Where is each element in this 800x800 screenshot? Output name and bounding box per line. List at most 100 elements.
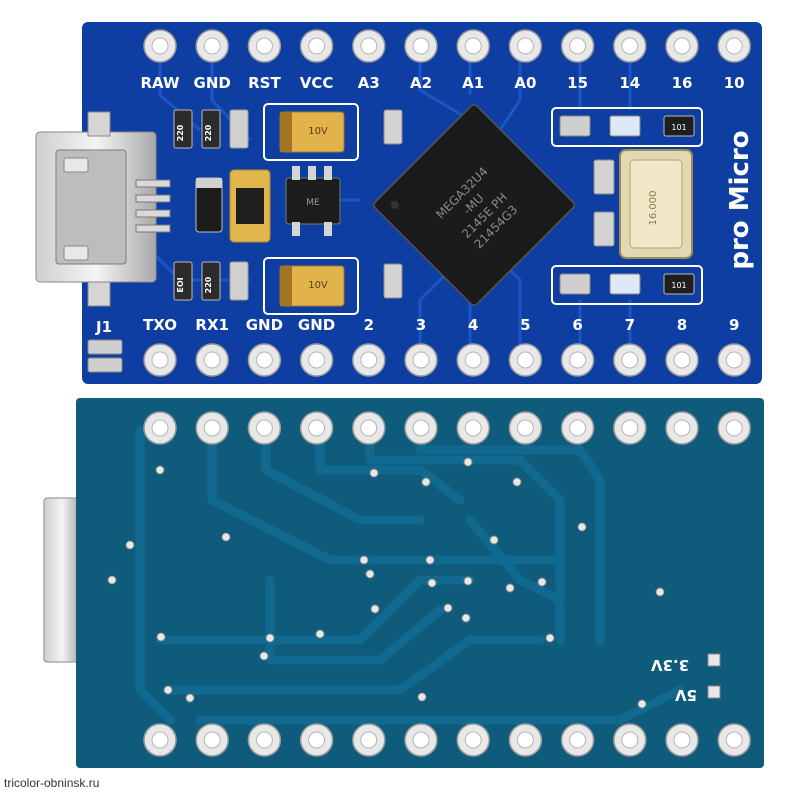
front-bottom-pin-label: TXO [143, 316, 177, 334]
front-top-pin-label: 16 [672, 74, 693, 92]
back-top-header-pads [143, 411, 751, 445]
back-bottom-header-pad [560, 723, 595, 757]
back-top-header-pad [247, 411, 282, 445]
jumper-5v-pad [707, 685, 721, 699]
back-bottom-header-pad [143, 723, 177, 757]
front-top-header-pad [404, 29, 438, 63]
regulator-marking: ME [306, 198, 320, 208]
resistor-marking-4: 220 [204, 276, 213, 293]
tantalum-capacitor-top: 10V [263, 103, 359, 161]
board-title: pro Micro [725, 130, 755, 269]
front-bottom-pin-label: 9 [729, 316, 739, 334]
front-top-pin-label: RAW [140, 74, 179, 92]
back-usb-edge [43, 497, 81, 663]
front-top-header-pad [299, 29, 334, 63]
power-label-3v3: 3.3V [651, 656, 690, 674]
front-bottom-header-pad [717, 343, 751, 377]
back-top-header-pad [299, 411, 334, 445]
back-bottom-header-pad [404, 723, 438, 757]
front-bottom-header-pad [665, 343, 699, 377]
front-board: 220 220 EOI 220 ME [35, 22, 762, 384]
smd-resistor-array: 220 220 EOI 220 [173, 109, 249, 301]
back-bottom-header-pad [717, 723, 751, 757]
front-bottom-header-pad [560, 343, 595, 377]
capacitor-marking-bottom: 10V [308, 280, 328, 291]
front-bottom-header-pad [404, 343, 438, 377]
front-bottom-pin-label: 7 [625, 316, 635, 334]
capacitor-marking-top: 10V [308, 126, 328, 137]
front-bottom-pin-label: 2 [364, 316, 374, 334]
resistor-marking-1: 220 [176, 124, 185, 141]
back-bottom-header-pad [613, 723, 647, 757]
back-bottom-header-pad [195, 723, 229, 757]
front-bottom-header-pad [195, 343, 229, 377]
inductor-yellow [229, 169, 271, 243]
back-top-header-pad [352, 411, 386, 445]
back-bottom-header-pad [665, 723, 699, 757]
back-bottom-header-pad [456, 723, 490, 757]
smd-capacitors-chip [383, 109, 403, 299]
back-top-header-pad [143, 411, 177, 445]
front-top-header-pad [665, 29, 699, 63]
front-bottom-pin-label: 3 [416, 316, 426, 334]
front-top-header-pad [352, 29, 386, 63]
front-top-header-pad [456, 29, 490, 63]
back-top-header-pad [508, 411, 543, 445]
back-board: 3.3V 5V [43, 398, 764, 768]
front-top-pin-label: 15 [567, 74, 588, 92]
front-bottom-header-pad [247, 343, 282, 377]
front-bottom-header-pad [508, 343, 543, 377]
front-top-header-pad [143, 29, 177, 63]
front-bottom-pin-label: GND [246, 316, 283, 334]
front-bottom-pin-label: GND [298, 316, 335, 334]
front-top-header-pad [508, 29, 543, 63]
back-bottom-header-pad [352, 723, 386, 757]
front-top-header-pad [247, 29, 282, 63]
front-top-header-pads [143, 29, 751, 63]
voltage-regulator: ME [285, 166, 341, 236]
front-top-pin-label: VCC [300, 74, 334, 92]
front-top-pin-label: A3 [358, 74, 380, 92]
front-bottom-header-pad [299, 343, 334, 377]
crystal-marking: 16.000 [648, 191, 659, 226]
front-top-header-pad [717, 29, 751, 63]
front-top-pin-label: 10 [724, 74, 745, 92]
front-top-pin-label: A1 [462, 74, 484, 92]
smd-diode [195, 177, 223, 233]
power-label-5v: 5V [675, 686, 697, 704]
website-watermark: tricolor-obninsk.ru [4, 776, 100, 790]
tantalum-capacitor-bottom: 10V [263, 257, 359, 315]
front-top-header-pad [613, 29, 647, 63]
front-bottom-pin-label: 5 [520, 316, 530, 334]
atmega32u4-chip: MEGA32U4 -MU 2145E PH 21454G3 [373, 104, 575, 306]
back-top-header-pad [456, 411, 490, 445]
jumper-label: J1 [95, 318, 112, 336]
front-bottom-header-pads [143, 343, 751, 377]
front-bottom-header-pad [352, 343, 386, 377]
back-top-header-pad [613, 411, 647, 445]
front-top-pin-label: 14 [619, 74, 640, 92]
resistor-marking-3: EOI [176, 277, 185, 292]
front-bottom-header-pad [143, 343, 177, 377]
jumper-j1-pads [87, 339, 123, 373]
front-top-header-pad [560, 29, 595, 63]
front-top-pin-label: RST [248, 74, 281, 92]
front-bottom-pin-label: RX1 [195, 316, 229, 334]
resistor-marking-5: 101 [671, 123, 686, 132]
back-top-header-pad [717, 411, 751, 445]
back-bottom-header-pad [247, 723, 282, 757]
front-top-pin-label: A0 [514, 74, 536, 92]
front-bottom-pin-label: 4 [468, 316, 478, 334]
resistor-marking-2: 220 [204, 124, 213, 141]
micro-usb-connector [35, 111, 171, 307]
back-bottom-header-pad [299, 723, 334, 757]
back-top-header-pad [560, 411, 595, 445]
back-top-header-pad [665, 411, 699, 445]
back-top-header-pad [404, 411, 438, 445]
back-traces [135, 425, 685, 725]
front-top-header-pad [195, 29, 229, 63]
front-bottom-header-pad [613, 343, 647, 377]
front-bottom-header-pad [456, 343, 490, 377]
